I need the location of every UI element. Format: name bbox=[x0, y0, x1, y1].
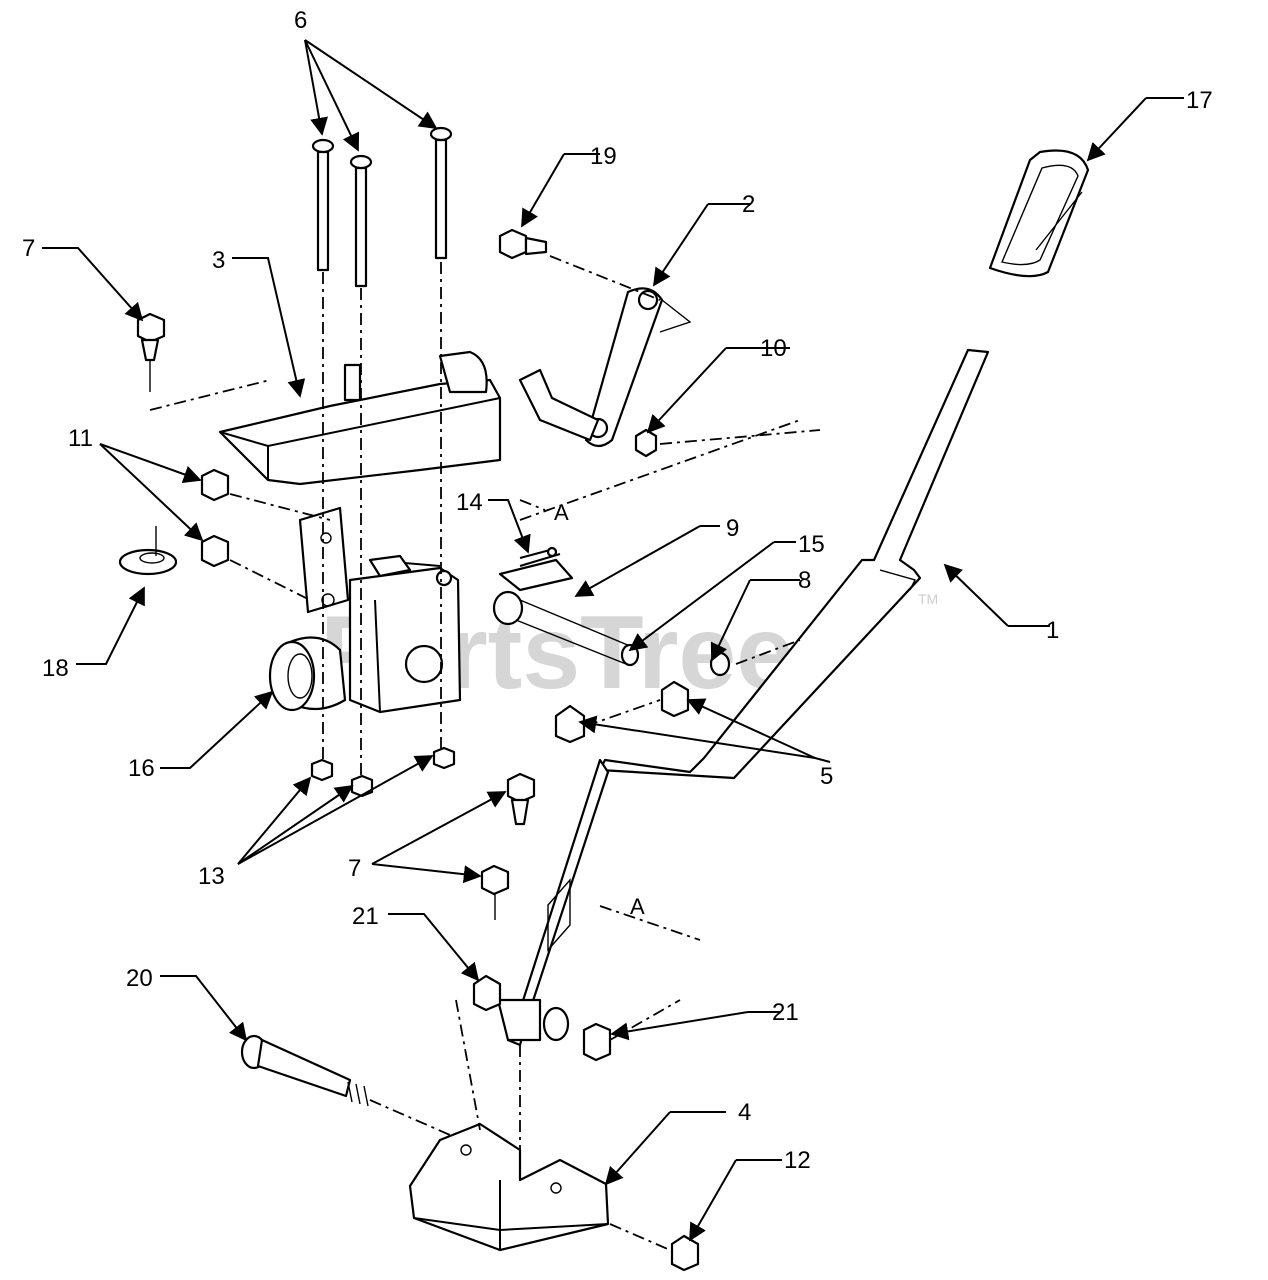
callout-21-left: 21 bbox=[352, 903, 379, 930]
callout-4: 4 bbox=[738, 1099, 751, 1126]
callout-15: 15 bbox=[798, 531, 825, 558]
part-17-handle-grip bbox=[988, 149, 1090, 278]
reference-letter-a-upper: A bbox=[554, 500, 569, 525]
watermark-trademark: TM bbox=[918, 591, 938, 607]
callout-12: 12 bbox=[784, 1147, 811, 1174]
part-18-washer bbox=[118, 526, 178, 576]
callout-19: 19 bbox=[590, 143, 617, 170]
callout-labels: 1 2 3 4 5 6 7 7 8 9 10 11 12 13 14 15 16… bbox=[22, 7, 1213, 1174]
part-6-bolts bbox=[311, 126, 453, 780]
part-11-bolts bbox=[200, 468, 230, 568]
part-2-link bbox=[518, 287, 692, 448]
part-20-bolt-spring bbox=[240, 1034, 369, 1107]
part-9-clip bbox=[498, 558, 574, 592]
part-10-nut bbox=[634, 428, 658, 458]
part-14-pin bbox=[519, 546, 561, 567]
part-12-nut bbox=[670, 1234, 700, 1272]
callout-21-right: 21 bbox=[772, 999, 799, 1026]
reference-letter-a-lower: A bbox=[630, 894, 645, 919]
callout-13: 13 bbox=[198, 863, 225, 890]
part-19-bolt bbox=[498, 228, 548, 260]
part-21-nuts bbox=[472, 974, 612, 1062]
callout-7-lower: 7 bbox=[348, 855, 361, 882]
part-3-bracket-plate bbox=[218, 350, 502, 486]
callout-20: 20 bbox=[126, 965, 153, 992]
callout-2: 2 bbox=[742, 191, 755, 218]
callout-10: 10 bbox=[760, 335, 787, 362]
callout-17: 17 bbox=[1186, 87, 1213, 114]
callout-leaders bbox=[42, 39, 1184, 1240]
part-7-bolt-upper bbox=[136, 312, 166, 392]
part-7-bolts-lower bbox=[480, 772, 536, 920]
callout-5: 5 bbox=[820, 763, 833, 790]
callout-18: 18 bbox=[42, 655, 69, 682]
part-4-base-bracket bbox=[408, 1122, 610, 1252]
callout-7-upper: 7 bbox=[22, 235, 35, 262]
callout-14: 14 bbox=[456, 489, 483, 516]
callout-6: 6 bbox=[294, 7, 307, 34]
part-16-knob bbox=[268, 636, 347, 712]
center-block-assembly bbox=[298, 506, 462, 714]
callout-1: 1 bbox=[1046, 617, 1059, 644]
part-1-lever-arm bbox=[496, 348, 990, 1047]
callout-9: 9 bbox=[726, 515, 739, 542]
assembly-guide-lines bbox=[149, 255, 821, 1251]
callout-16: 16 bbox=[128, 755, 155, 782]
callout-11: 11 bbox=[68, 425, 93, 452]
callout-3: 3 bbox=[212, 247, 225, 274]
callout-8: 8 bbox=[798, 567, 811, 594]
part-13-nuts bbox=[310, 746, 456, 798]
